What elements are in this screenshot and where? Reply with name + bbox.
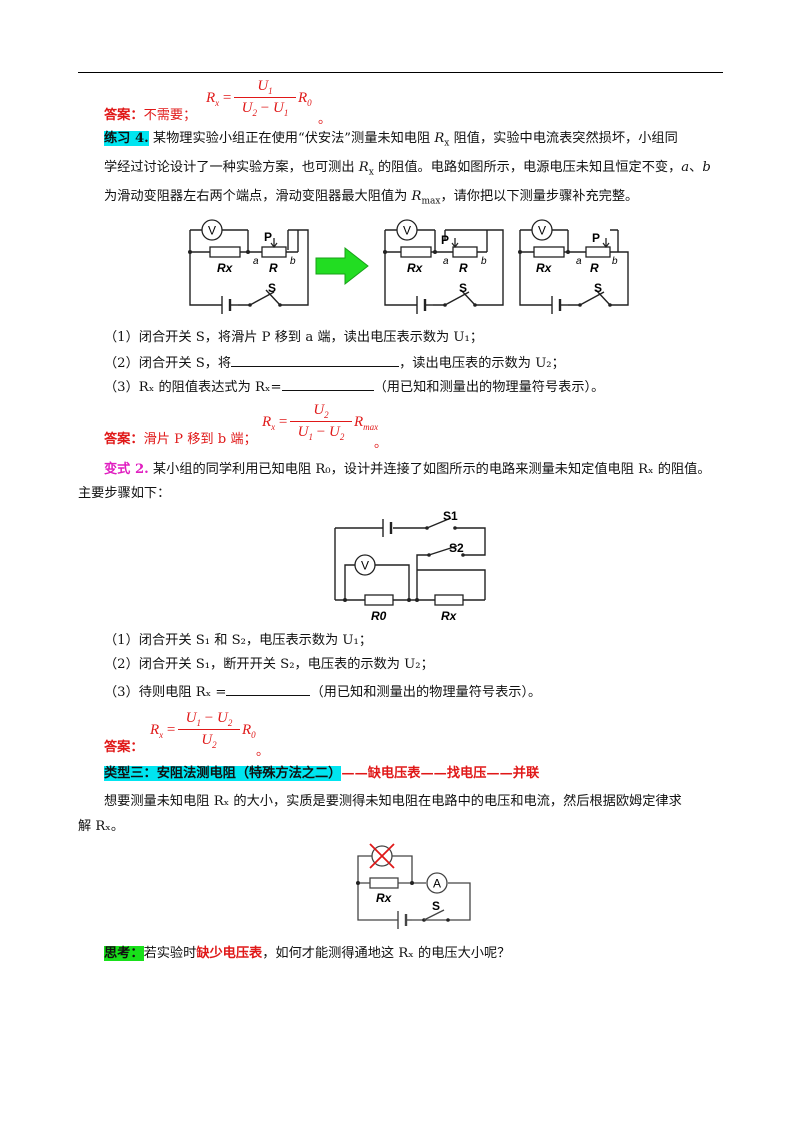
voltmeter-1-label: V (208, 224, 216, 238)
b-label-2: b (481, 256, 487, 267)
a-label-2: a (443, 256, 449, 267)
answer1-line: 答案：不需要； (104, 108, 197, 123)
circuit-diagrams-row: V Rx R P a b S V (188, 219, 629, 314)
variant2-step3: （3）待则电阻 Rₓ =（用已知和测量出的物理量符号表示）。 (104, 683, 542, 700)
variant2-step1: （1）闭合开关 S₁ 和 S₂，电压表示数为 U₁； (104, 633, 373, 648)
answer3-end: 。 (256, 744, 270, 759)
voltmeter-3-label: V (538, 224, 546, 238)
p-label-3: P (592, 231, 600, 245)
a-label-1: a (253, 256, 259, 267)
right-arrow-icon (315, 246, 369, 286)
s1-label: S1 (443, 510, 458, 523)
s-label-2: S (459, 281, 467, 295)
a-label-3: a (576, 256, 582, 267)
circuit-2: V Rx R P a b S (383, 219, 504, 314)
ammeter-label: A (433, 877, 441, 891)
variant2-line2: 主要步骤如下： (78, 486, 171, 501)
p-label-1: P (264, 230, 272, 244)
s-label-3: S (594, 281, 602, 295)
circuit-1: V Rx R P a b S (188, 219, 309, 314)
rx-label-2: Rx (407, 261, 424, 275)
r-label-3: R (590, 261, 599, 275)
s2-label: S2 (449, 541, 464, 555)
answer2-formula: Rx = U2 U1 − U2 Rmax (262, 402, 379, 442)
exercise4-paragraph: 练习 4. 某物理实验小组正在使用“伏安法”测量未知电阻 Rx 阻值，实验中电流… (104, 131, 711, 207)
rx-label-v2: Rx (441, 609, 458, 623)
crossed-voltmeter-icon (369, 843, 395, 869)
exercise4-step2: （2）闭合开关 S，将，读出电压表的示数为 U₂； (104, 354, 565, 371)
answer2-line: 答案：滑片 P 移到 b 端； (104, 432, 257, 447)
step2-blank[interactable] (231, 354, 400, 367)
answer1-formula: Rx = U1 U2 − U1 R0 (206, 78, 312, 118)
answer3-formula: Rx = U1 − U2 U2 R0 (150, 710, 256, 750)
rx-label-3: Rx (536, 261, 553, 275)
circuit-type3: A Rx S (356, 843, 471, 929)
circuit-3: V Rx R P a b S (518, 219, 629, 314)
rx-label-1: Rx (217, 261, 234, 275)
r0-label: R0 (371, 609, 387, 623)
s-label-1: S (268, 281, 276, 295)
step3-blank[interactable] (281, 378, 374, 391)
voltmeter-v2-label: V (361, 559, 369, 573)
r-label-2: R (459, 261, 468, 275)
variant2-line1: 变式 2. 某小组的同学利用已知电阻 R₀，设计并连接了如图所示的电路来测量未知… (104, 462, 711, 477)
voltmeter-2-label: V (403, 224, 411, 238)
answer2-end: 。 (374, 436, 388, 451)
variant2-blank[interactable] (226, 683, 311, 696)
s-label-t3: S (432, 899, 440, 913)
b-label-3: b (612, 256, 618, 267)
answer3-line: 答案： (104, 740, 144, 755)
type3-paragraph: 想要测量未知电阻 Rₓ 的大小，实质是要测得未知电阻在电路中的电压和电流，然后根… (78, 794, 682, 834)
think-line: 思考：若实验时缺少电压表，如何才能测得通地这 Rₓ 的电压大小呢？ (104, 946, 511, 961)
header-rule (78, 72, 723, 73)
rx-label-t3: Rx (376, 891, 393, 905)
p-label-2: P (441, 233, 449, 247)
b-label-1: b (290, 256, 296, 267)
r-label-1: R (269, 261, 278, 275)
answer1-end: 。 (318, 112, 332, 127)
exercise4-step3: （3）Rₓ 的阻值表达式为 Rₓ=（用已知和测量出的物理量符号表示）。 (104, 378, 605, 395)
circuit-variant2: S1 S2 V R0 Rx (334, 510, 486, 623)
variant2-step2: （2）闭合开关 S₁，断开开关 S₂，电压表的示数为 U₂； (104, 657, 434, 672)
type3-heading: 类型三：安阻法测电阻（特殊方法之二）——缺电压表——找电压——并联 (104, 766, 540, 781)
exercise4-step1: （1）闭合开关 S，将滑片 P 移到 a 端，读出电压表示数为 U₁； (104, 330, 484, 345)
